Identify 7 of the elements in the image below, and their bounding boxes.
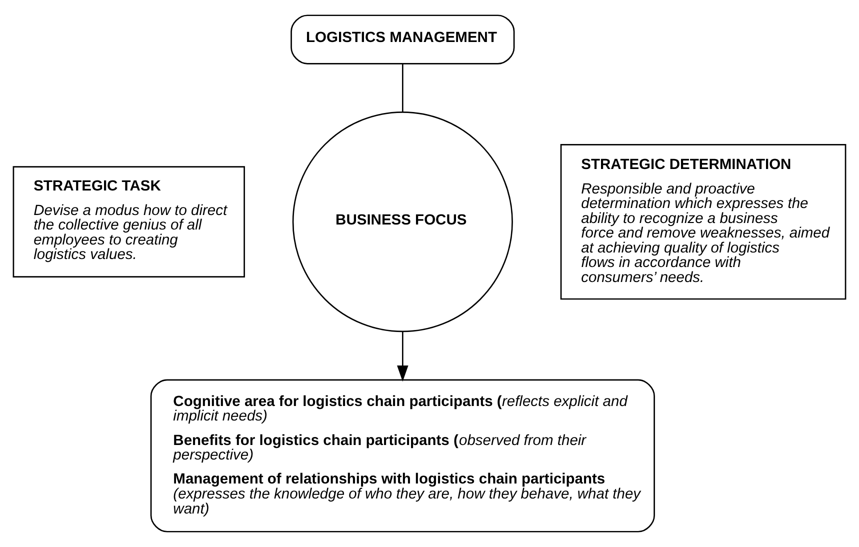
node-box: LOGISTICS MANAGEMENT xyxy=(290,14,515,64)
arrow xyxy=(397,332,408,382)
node-circle: BUSINESS FOCUS xyxy=(292,112,513,332)
node-box: STRATEGIC TASK Devise a modus how to direct the collective genius of all employees to creating logistics values. xyxy=(12,166,245,278)
connector xyxy=(402,64,404,112)
node-box: STRATEGIC DETERMINATION Responsible and proactive determination which expresses the ability to recognize a business force and remove weaknesses, aimed at achieving quality of logistics flows in accordance with consumers’ needs. xyxy=(560,144,846,300)
node-box: Cognitive area for logistics chain participants (reflects explicit and implicit needs) Benefits for logistics chain participants (observed from their perspective) Management of relationships with logistics chain participants (expresses the knowledge of who they are, how they behave, what they want) xyxy=(150,379,655,532)
